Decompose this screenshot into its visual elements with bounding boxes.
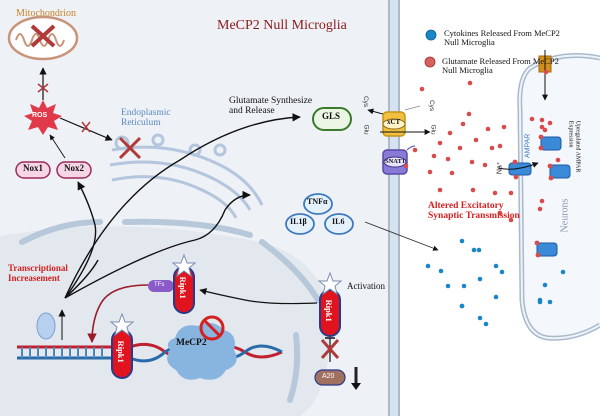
inhibit-mark-icon [37,83,49,93]
tnfa-label: TNFα [307,197,328,206]
upregulated-line2: Expression [567,120,574,148]
nucleus [0,226,330,416]
altered-line1: Altered Excitatory [428,201,504,211]
er-label-line2: Reticulum [121,118,161,129]
cell-membrane [389,0,399,416]
glutamate-dots [403,69,561,223]
xct-transporter-icon [382,111,406,137]
ampar-receptor-icon [534,240,558,258]
prohibited-icon [199,315,225,341]
diagram-title: MeCP2 Null Microglia [217,18,347,33]
nox-to-ros-arrow [49,134,66,159]
ampar-receptor-icon [538,134,562,151]
endoplasmic-reticulum-icon [109,133,264,219]
na-influx-arrow [497,162,539,170]
activation-arrow [199,288,318,305]
mitochondrion-label: Mitochondrion [16,8,76,19]
ripk1-cytoplasm-icon [317,271,343,337]
nox1-box [15,161,51,179]
cys-out-label: Cys [428,99,436,112]
a20-box [314,369,346,386]
nuclear-envelope-mid [122,218,253,238]
nox2-label: Nox2 [64,163,84,173]
glutamate-synthesis-label: Glutamate Synthesize and Release [229,96,312,117]
ripk1-nuclear-label: Ripk1 [177,276,188,299]
tfs-label: TFs [154,282,165,288]
tf-to-dna-arrow [87,284,149,343]
glutamate-label-line2: and Release [229,106,275,117]
cys-arrow [367,108,384,115]
nuclear-envelope-right [259,239,321,303]
ros-to-er-arrow [59,117,113,141]
gls-label: GLS [322,111,341,121]
glu-in-label: Glu [362,124,370,135]
legend-glutamate-dot [424,56,436,68]
na-label: Na⁺ [496,161,504,175]
ampar-label: AMPAR [524,133,532,159]
inhibit-mark-icon [81,121,91,133]
snat1-label: SNAT1 [385,158,406,165]
il6-label: IL6 [332,217,345,226]
er-inhibit-icon [118,136,142,160]
neuron-membrane [517,53,600,341]
ros-burst-icon [24,100,62,135]
down-arrow-icon [351,367,361,390]
legend-cytokine-dot [425,29,437,41]
er-label: Endoplasmic Reticulum [121,108,171,129]
cytokine-release-arrow [364,221,439,251]
altered-transmission-label: Altered Excitatory Synaptic Transmission [428,201,520,222]
legend-cytokines-line1: Cytokines Released From MeCP2 [444,28,560,38]
cytokine-dots [425,238,566,327]
er-label-line1: Endoplasmic [121,108,171,118]
transcriptional-increase-label: Transcriptional Increasement [8,263,68,284]
snat1-transporter-icon [382,145,416,175]
neurons-label: Neurons [559,198,571,233]
legend-glutamate-line1: Glutamate Released From MeCP2 [442,56,559,66]
activation-label: Activation [347,281,385,291]
tnfa-box [303,193,333,215]
legend-cytokines-line2: Null Microglia [444,37,495,48]
upregulated-ampar-label: Upregulated AMPAR Expression [567,120,581,173]
il6-box [324,213,354,235]
ampar-receptor-icon [547,163,571,181]
legend-glutamate-line2: Null Microglia [442,65,493,76]
ripk1-dna-label: Ripk1 [115,340,126,363]
neuron-channel-icon [538,50,552,101]
ripk1-dna-icon [109,312,135,379]
transcription-arrows [64,113,301,299]
a20-label: A20 [322,373,335,380]
cys-in-label: Cys [362,95,370,108]
altered-line2: Synaptic Transmission [428,211,520,222]
mitochondrion-icon [7,15,79,61]
nuclear-envelope-left [19,219,103,245]
glu-out-label: Glu [429,124,437,135]
nox1-label: Nox1 [23,163,43,173]
tfs-box [148,280,174,292]
upregulated-line1: Upregulated AMPAR [574,120,581,173]
transcriptional-line2: Increasement [8,272,60,283]
gls-box [312,107,352,131]
nox2-box [56,161,92,179]
ros-label: ROS [32,112,48,119]
a20-inhibit-icon [320,339,340,359]
legend-cytokines: Cytokines Released From MeCP2 Null Micro… [444,28,560,48]
nuclear-envelope-lower [287,332,301,403]
mecp2-label: MeCP2 [176,338,207,348]
rna-polymerase-icon [36,309,66,340]
ripk1-nuclear-icon [171,253,197,314]
legend-glutamate: Glutamate Released From MeCP2 Null Micro… [442,56,559,76]
ripk1-cyto-label: Ripk1 [323,299,334,322]
transcriptional-line1: Transcriptional [8,263,68,273]
xct-label: xCT [387,118,401,126]
il1b-box [285,213,315,235]
il1b-label: IL1β [290,217,307,226]
glutamate-label-line1: Glutamate Synthesize [229,96,313,106]
